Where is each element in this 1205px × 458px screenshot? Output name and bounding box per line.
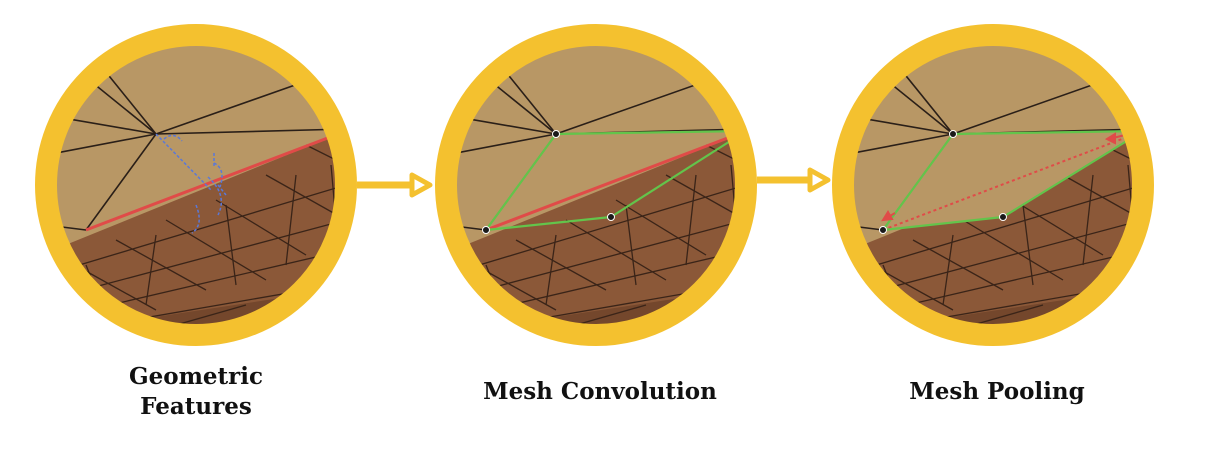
step-circle-geometric-features [35,24,357,346]
convolution-neighborhood [485,129,746,232]
feature-edge-red [85,129,346,232]
vertex-dot [879,226,887,234]
ring [35,24,357,346]
step-circle-mesh-pooling [832,24,1154,346]
label-geometric-features: Geometric Features [128,363,264,420]
vertex-dot [552,130,560,138]
vertex-dot [607,213,615,221]
ring [832,24,1154,346]
angle-annotation-icon [155,133,227,234]
arrow-right-icon [757,167,831,193]
pooled-neighborhood [882,129,1143,232]
collapsed-edge [882,130,1143,231]
arrow-right-icon [357,172,433,198]
step-circle-mesh-convolution [435,24,757,346]
vertex-dot [482,226,490,234]
ring [435,24,757,346]
collapse-arrow-icon [881,132,1126,222]
vertex-dot [949,130,957,138]
feature-edge-red [485,129,746,232]
label-mesh-convolution: Mesh Convolution [483,378,717,405]
vertex-dot [999,213,1007,221]
label-mesh-pooling: Mesh Pooling [909,378,1085,405]
